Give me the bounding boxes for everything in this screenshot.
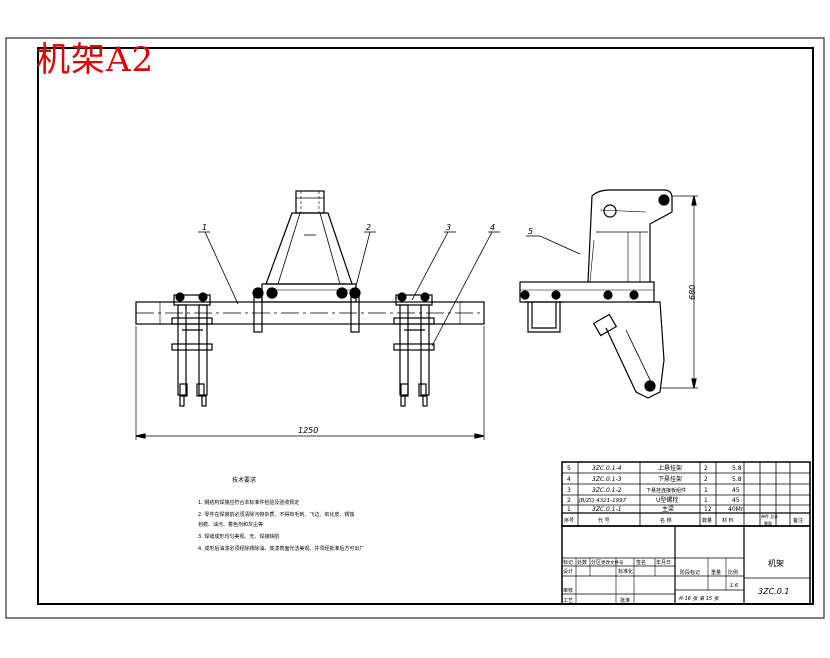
tb-count: 处数 [577, 559, 587, 566]
tb-approve: 批准 [620, 597, 630, 604]
bom-header-code: 代 号 [598, 517, 610, 524]
bom-code: 3ZC.0.1-1 [592, 506, 622, 513]
tb-change: 更改文件号 [601, 559, 624, 566]
bom-code: 3ZC.0.1-4 [592, 465, 622, 472]
bom-qty: 1 [704, 487, 708, 494]
bom-mat: 5.8 [732, 465, 742, 472]
bom-mat: 45 [732, 487, 740, 494]
bom-name: 上悬挂架 [658, 464, 682, 472]
note-line: 2. 零件在焊接前必须清除污物杂质、不得有毛刺、飞边、氧化皮、锈蚀 [198, 511, 354, 518]
sheet-title: 机架A2 [36, 40, 155, 80]
bom-qty: 12 [704, 506, 712, 513]
bom-mat: 40Mn [728, 506, 745, 513]
tb-check: 审核 [563, 587, 573, 594]
bom-no: 3 [567, 487, 571, 494]
dim-width: 1250 [298, 426, 318, 435]
bom-name: 下悬挂连接板组件 [646, 487, 686, 494]
bom-name: 主梁 [662, 505, 674, 513]
tb-sign: 签名 [636, 559, 646, 566]
bom-code: 3ZC.0.1-2 [592, 487, 622, 494]
title-block-text: 标记 处数 分区 更改文件号 签名 年月日 设计 标准化 阶段标记 重量 比例 … [563, 558, 789, 604]
tb-scale: 比例 [728, 569, 738, 576]
tb-part-name: 机架 [768, 558, 784, 568]
side-view [519, 189, 698, 399]
bom-header-name: 名 称 [660, 517, 672, 524]
notes-heading: 技术要求 [232, 476, 256, 484]
bom-name: 下悬挂架 [658, 475, 682, 483]
bom-header-w2: 重量 [764, 520, 772, 526]
note-line: 3. 焊缝成形均匀美观、无、焊接缺陷 [198, 533, 279, 540]
bom-code: JB/ZQ 4321-1997 [578, 498, 627, 504]
tb-drawing-no: 3ZC.0.1 [758, 587, 789, 596]
tb-stage: 阶段标记 [680, 569, 700, 576]
tb-design: 设计 [563, 568, 573, 575]
bom-code: 3ZC.0.1-3 [592, 476, 622, 483]
mast-top [295, 190, 325, 214]
bom-header-note: 备注 [793, 517, 803, 524]
tb-process: 工艺 [563, 598, 573, 604]
bom-qty: 2 [704, 476, 708, 483]
note-line: 划痕、油污、着色剂和灰尘等 [198, 521, 263, 528]
bom-rows: 5 3ZC.0.1-4 上悬挂架 2 5.8 4 3ZC.0.1-3 下悬挂架 … [564, 464, 803, 526]
tb-std: 标准化 [618, 568, 633, 575]
bom-qty: 1 [704, 497, 708, 504]
balloon-1: 1 [202, 223, 207, 232]
bom-header-mat: 材 料 [722, 517, 734, 524]
tb-sheets: 共 16 张 第 15 张 [678, 595, 720, 602]
dim-height: 680 [688, 285, 697, 300]
note-line: 4. 成形后油漆必须经除锈除油、底漆表面光洁美观、并须经批准后方可出厂 [198, 545, 364, 552]
outer-border [5, 37, 825, 619]
tb-date: 年月日 [656, 559, 671, 566]
bom-no: 2 [567, 497, 571, 504]
bom-no: 5 [567, 465, 571, 472]
bom-header-qty: 数量 [702, 517, 712, 524]
note-line: 1. 钢结构焊接应符合本标准件检验及验收规定 [198, 499, 299, 506]
bom-mat: 5.8 [732, 476, 742, 483]
inner-frame [37, 47, 814, 605]
bom-name: U型螺栓 [656, 496, 678, 504]
bom-no: 4 [567, 476, 571, 483]
tb-weight: 重量 [711, 569, 721, 576]
bom-no: 1 [567, 506, 571, 513]
title-block [561, 525, 811, 605]
bom-mat: 45 [732, 497, 740, 504]
balloon-3: 3 [446, 223, 451, 232]
bom-qty: 2 [704, 465, 708, 472]
tb-scale-value: 1:6 [730, 583, 738, 589]
front-view [135, 190, 500, 440]
tb-mark: 标记 [563, 559, 573, 566]
balloon-2: 2 [366, 223, 371, 232]
balloon-4: 4 [490, 223, 495, 232]
bom-header-w1: 单件 总计 [761, 513, 778, 519]
bom-header-no: 序号 [564, 517, 574, 524]
bom-table [561, 461, 811, 527]
balloon-5: 5 [528, 227, 533, 236]
tb-zone: 分区 [591, 559, 601, 566]
